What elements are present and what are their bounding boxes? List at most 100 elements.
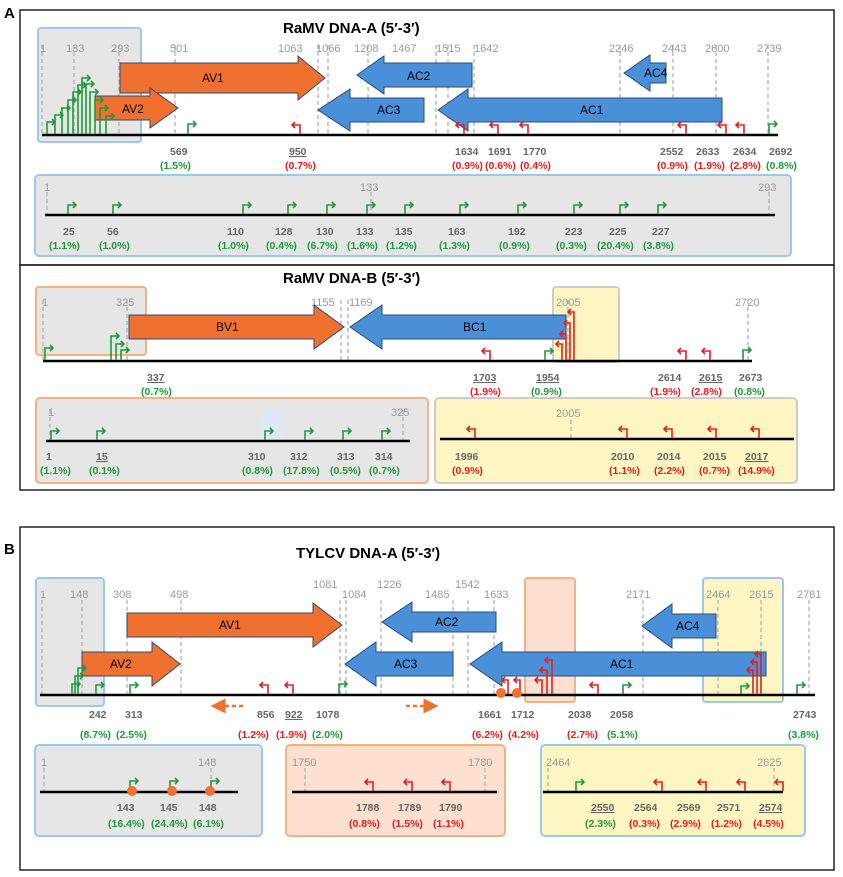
gene-label: AC4 — [644, 66, 668, 80]
pos-label: 2005 — [556, 297, 580, 309]
pos-label: 1 — [48, 407, 54, 419]
gene-label: AC3 — [394, 657, 418, 671]
pos-label: 498 — [170, 589, 188, 601]
site-pos: 1954 — [536, 372, 560, 384]
site-pct: (16.4%) — [108, 818, 145, 830]
site-pos: 25 — [63, 226, 75, 238]
pos-label: 1633 — [484, 589, 508, 601]
ramv-b-title: RaMV DNA-B (5′-3′) — [283, 270, 420, 287]
pos-label: 1 — [42, 297, 48, 309]
ramv-b-zoom-1-tss — [50, 427, 392, 440]
site-pct: (0.8%) — [242, 465, 273, 477]
tylcv-zoom-3-lines — [547, 768, 775, 791]
site-pos: 314 — [375, 451, 393, 463]
pos-label: 1750 — [292, 757, 316, 769]
site-pos: 1634 — [455, 146, 479, 158]
ramv-b-site-labels: 337 (0.7%) 1703 (1.9%) 1954 (0.9%) 2614 … — [141, 372, 765, 398]
ramv-a-zoom-labels: 25 (1.1%) 56 (1.0%) 110 (1.0%) 128 (0.4%… — [49, 226, 674, 252]
gene-label: AC3 — [377, 103, 401, 117]
site-pos: 2614 — [658, 372, 682, 384]
site-pct: (1.1%) — [40, 465, 71, 477]
ramv-b-tss-glyphs — [44, 308, 753, 360]
tylcv-zoom-box-2 — [285, 744, 506, 837]
site-pct: (0.7%) — [369, 465, 400, 477]
site-pos: 950 — [289, 146, 307, 158]
site-pos: 135 — [395, 226, 413, 238]
site-pos: 2569 — [677, 802, 701, 814]
tylcv-zoom-1-labels: 143 (16.4%) 145 (24.4%) 148 (6.1%) — [108, 802, 224, 830]
site-pos: 15 — [96, 451, 108, 463]
pos-label: 2443 — [662, 43, 686, 55]
gene-label: AV2 — [122, 102, 144, 116]
site-pct: (1.1%) — [49, 240, 80, 252]
pos-label: 1485 — [425, 589, 449, 601]
pos-label: 2720 — [735, 297, 759, 309]
site-pct: (2.0%) — [312, 729, 343, 741]
pos-label: 1 — [40, 589, 46, 601]
pos-label: 1 — [40, 43, 46, 55]
site-pct: (1.5%) — [392, 818, 423, 830]
pos-label: 1084 — [342, 589, 366, 601]
site-pct: (0.7%) — [285, 160, 316, 172]
gene-label: AC1 — [580, 103, 604, 117]
gene-label: AV2 — [110, 657, 132, 671]
site-pct: (24.4%) — [151, 818, 188, 830]
gene-bv1-arrow — [128, 304, 345, 350]
site-pos: 2015 — [703, 451, 727, 463]
marker-dot — [127, 786, 137, 796]
site-pos: 2014 — [657, 451, 681, 463]
tylcv-tss-glyphs — [71, 650, 807, 694]
site-pct: (4.5%) — [753, 818, 784, 830]
site-pct: (2.8%) — [691, 386, 722, 398]
ramv-a-genes: AV1 AV2 AC2 AC4 AC3 AC1 — [94, 54, 723, 132]
tylcv-zoom-box-3 — [540, 744, 806, 837]
pos-label: 1226 — [377, 579, 401, 591]
ramv-a-zoom-lines — [46, 192, 770, 215]
site-pos: 1790 — [439, 802, 463, 814]
site-pct: (0.9%) — [499, 240, 530, 252]
site-pct: (2.8%) — [730, 160, 761, 172]
site-pct: (1.5%) — [160, 160, 191, 172]
site-pct: (0.8%) — [349, 818, 380, 830]
site-pos: 1661 — [478, 709, 502, 721]
gene-ac1-arrow — [469, 641, 767, 687]
site-pos: 227 — [652, 226, 670, 238]
gene-label: AC1 — [610, 657, 634, 671]
site-pos: 1996 — [455, 451, 479, 463]
gene-ac3-arrow — [317, 88, 425, 132]
pos-label: 1155 — [311, 297, 335, 309]
pos-label: 2739 — [757, 43, 781, 55]
site-pct: (1.3%) — [439, 240, 470, 252]
pos-label: 2464 — [706, 589, 730, 601]
tylcv-zoom-highlight-2 — [524, 577, 576, 703]
site-pct: (0.1%) — [89, 465, 120, 477]
pos-label: 325 — [391, 407, 409, 419]
gene-ac3-arrow — [344, 641, 454, 687]
site-pct: (1.1%) — [609, 465, 640, 477]
site-pct: (1.6%) — [347, 240, 378, 252]
site-pos: 313 — [337, 451, 355, 463]
site-pos: 856 — [257, 709, 275, 721]
site-pos: 313 — [125, 709, 143, 721]
tylcv-genes: AV1 AV2 AC2 AC3 AC4 AC1 — [81, 601, 767, 688]
site-pos: 163 — [448, 226, 466, 238]
ramv-b-zoom-2-labels: 1996 (0.9%) 2010 (1.1%) 2014 (2.2%) 2015… — [452, 451, 775, 477]
site-pct: (0.6%) — [485, 160, 516, 172]
ramv-b-zoom-2-tss — [465, 425, 760, 438]
site-pct: (0.9%) — [452, 465, 483, 477]
site-pos: 128 — [275, 226, 293, 238]
site-pos: 2017 — [745, 451, 769, 463]
site-pos: 312 — [290, 451, 308, 463]
site-pos: 2010 — [611, 451, 635, 463]
pos-label: 2246 — [609, 43, 633, 55]
site-pct: (1.1%) — [433, 818, 464, 830]
site-pct: (6.1%) — [193, 818, 224, 830]
site-pos: 1691 — [488, 146, 512, 158]
site-pct: (8.7%) — [80, 729, 111, 741]
site-pct: (14.9%) — [738, 465, 775, 477]
tylcv-zoom-2-lines — [304, 768, 486, 791]
site-pct: (1.9%) — [650, 386, 681, 398]
tylcv-frame — [19, 526, 835, 871]
site-pos: 2615 — [699, 372, 723, 384]
site-pos: 2552 — [660, 146, 684, 158]
